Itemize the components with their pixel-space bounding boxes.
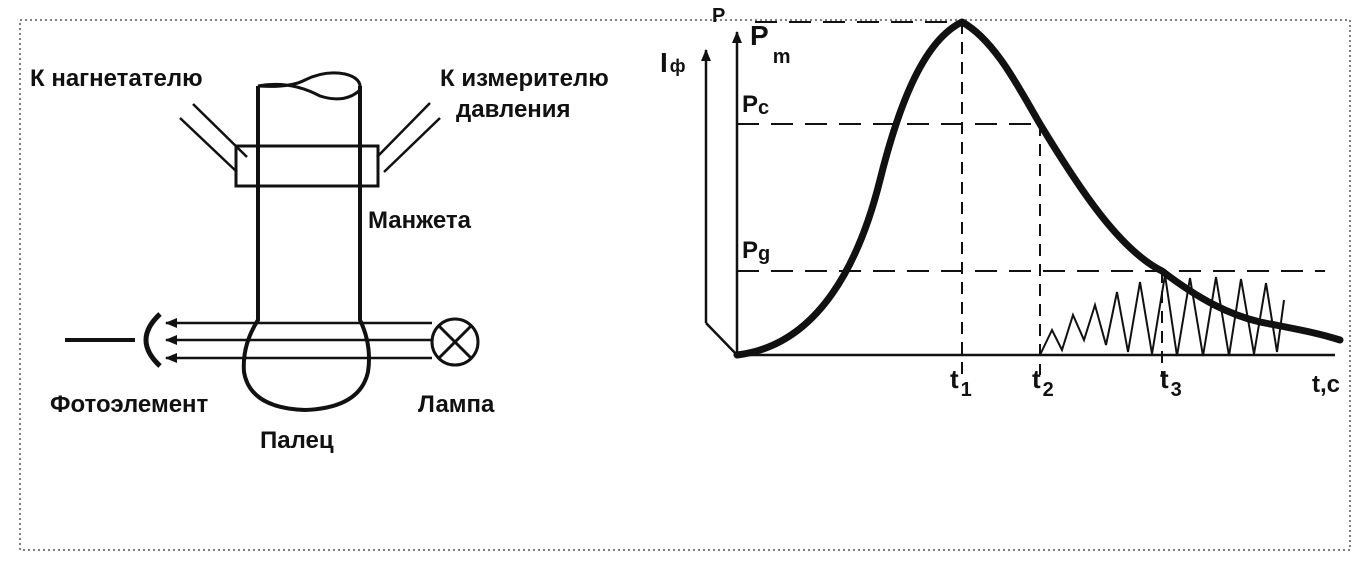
pressure-curve [733,18,1344,359]
figure-frame [19,19,1351,551]
pump-tube-b [192,103,248,158]
label-photocell: Фотоэлемент [50,391,209,418]
finger-outline [241,86,371,413]
label-to-pump: К нагнетателю [30,65,203,92]
photocell [143,312,162,368]
label-pm: Pm [750,20,790,68]
cuff [234,144,380,188]
label-cuff: Манжета [368,207,472,234]
label-finger: Палец [260,427,334,454]
label-lamp: Лампа [418,391,495,418]
pump-tube-a [179,117,238,173]
device-diagram: К нагнетателю К измерителю давления Манж… [30,65,609,454]
label-pressure: давления [456,96,571,123]
gauge-tube-b [383,117,441,173]
gauge-tube-a [376,102,431,158]
tube-end [257,71,362,101]
signal-axis-offset [705,322,738,356]
x-axis-label: t,c [1312,371,1340,398]
pressure-axis-label: P [712,5,725,27]
label-to-gauge: К измерителю [440,65,609,92]
label-pg: Pg [742,237,770,265]
label-pc: Pc [742,91,769,119]
lamp-icon [430,317,480,367]
